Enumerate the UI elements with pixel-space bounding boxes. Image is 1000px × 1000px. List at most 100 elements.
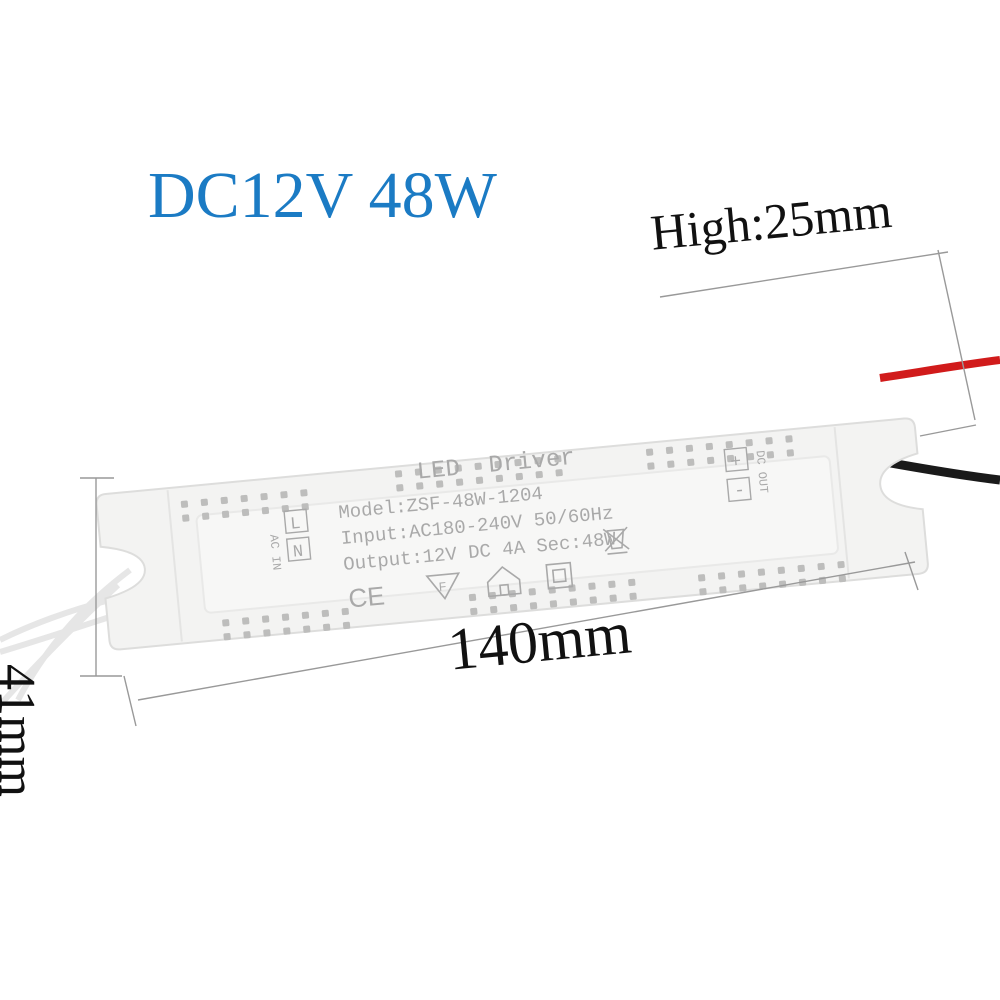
vent-hole [342, 621, 351, 630]
dimension-lines [80, 249, 977, 727]
f-triangle-icon: F [425, 572, 461, 600]
vent-hole [697, 574, 706, 582]
vent-hole [243, 631, 251, 639]
vent-hole [303, 625, 311, 633]
vent-hole [180, 500, 189, 508]
vent-hole [766, 451, 775, 459]
vent-hole [759, 582, 767, 590]
vent-hole [629, 592, 637, 601]
vent-hole [608, 580, 616, 588]
crossed-bin-icon [602, 526, 630, 555]
vent-hole [454, 464, 462, 472]
vent-hole [665, 446, 674, 454]
vent-hole [786, 449, 794, 457]
vent-hole [260, 492, 268, 501]
vent-hole [281, 613, 290, 621]
vent-hole [301, 611, 310, 619]
vent-hole [223, 633, 231, 641]
vent-hole [785, 435, 793, 443]
vent-hole [261, 506, 270, 515]
vent-hole [396, 484, 404, 492]
vent-hole [200, 498, 209, 506]
vent-hole [455, 478, 464, 486]
vent-hole [220, 496, 228, 505]
vent-hole [414, 468, 423, 476]
vent-hole [737, 570, 746, 578]
vent-hole [588, 582, 596, 590]
vent-hole [475, 476, 484, 484]
vent-hole [241, 508, 250, 517]
vent-hole [837, 560, 845, 569]
f-mark-text: F [438, 579, 447, 594]
vent-hole [182, 514, 190, 522]
vent-hole [341, 607, 349, 616]
red-wire [879, 356, 1000, 382]
vent-hole [705, 442, 714, 451]
minus-terminal: - [733, 481, 746, 502]
vent-hole [280, 491, 288, 499]
vent-hole [699, 588, 707, 596]
vent-hole [494, 460, 502, 469]
vent-hole [554, 455, 562, 463]
terminal-l: L [290, 515, 302, 535]
vent-hole [534, 457, 542, 465]
vent-hole [261, 615, 270, 623]
vent-hole [757, 568, 766, 576]
ce-mark-text: CE [347, 580, 386, 613]
vent-hole [706, 456, 715, 465]
vent-hole [765, 437, 773, 445]
vent-hole [797, 564, 805, 573]
vent-hole [746, 452, 755, 461]
vent-hole [687, 458, 695, 467]
vent-hole [283, 627, 291, 635]
vent-hole [647, 462, 655, 470]
vent-hole [739, 584, 747, 592]
vent-hole [777, 566, 785, 574]
dc-out-text: DC OUT [752, 450, 770, 494]
vent-hole [436, 480, 444, 488]
vent-hole [685, 444, 694, 453]
vent-hole [838, 574, 847, 583]
vent-hole [416, 482, 424, 490]
vent-hole [201, 512, 210, 520]
vent-hole [470, 607, 478, 616]
vent-hole [240, 494, 248, 503]
black-wire [884, 457, 1000, 485]
terminal-n: N [292, 543, 304, 563]
vent-hole [667, 460, 675, 468]
vent-hole [263, 629, 271, 637]
vent-hole [589, 596, 597, 604]
house-icon [486, 565, 522, 598]
vent-hole [725, 440, 733, 449]
vent-hole [221, 510, 230, 519]
vent-hole [569, 598, 578, 606]
vent-hole [717, 572, 726, 580]
vent-hole [301, 503, 309, 511]
vent-hole [745, 439, 753, 447]
vent-hole [726, 454, 735, 463]
vent-hole [529, 602, 538, 610]
product-heading: DC12V 48W [148, 159, 497, 232]
vent-hole [645, 448, 654, 456]
vent-hole [549, 600, 558, 608]
vent-hole [242, 617, 250, 625]
vent-hole [514, 458, 522, 467]
vent-hole [817, 562, 825, 571]
vent-hole [548, 586, 556, 594]
vent-hole [555, 469, 563, 477]
vent-hole [515, 472, 524, 481]
vent-hole [490, 605, 498, 614]
ac-in-text: AC IN [266, 534, 283, 571]
vent-hole [509, 603, 518, 612]
vent-hole [528, 588, 536, 596]
vent-hole [300, 489, 308, 497]
double-square-icon [545, 561, 574, 590]
vent-hole [322, 623, 331, 631]
vent-hole [609, 594, 617, 602]
vent-hole [394, 470, 403, 478]
width-dimension-label: 41mm [0, 664, 45, 797]
vent-hole [535, 470, 543, 479]
vent-hole [778, 580, 787, 588]
vent-hole [468, 593, 477, 602]
vent-hole [628, 578, 636, 587]
